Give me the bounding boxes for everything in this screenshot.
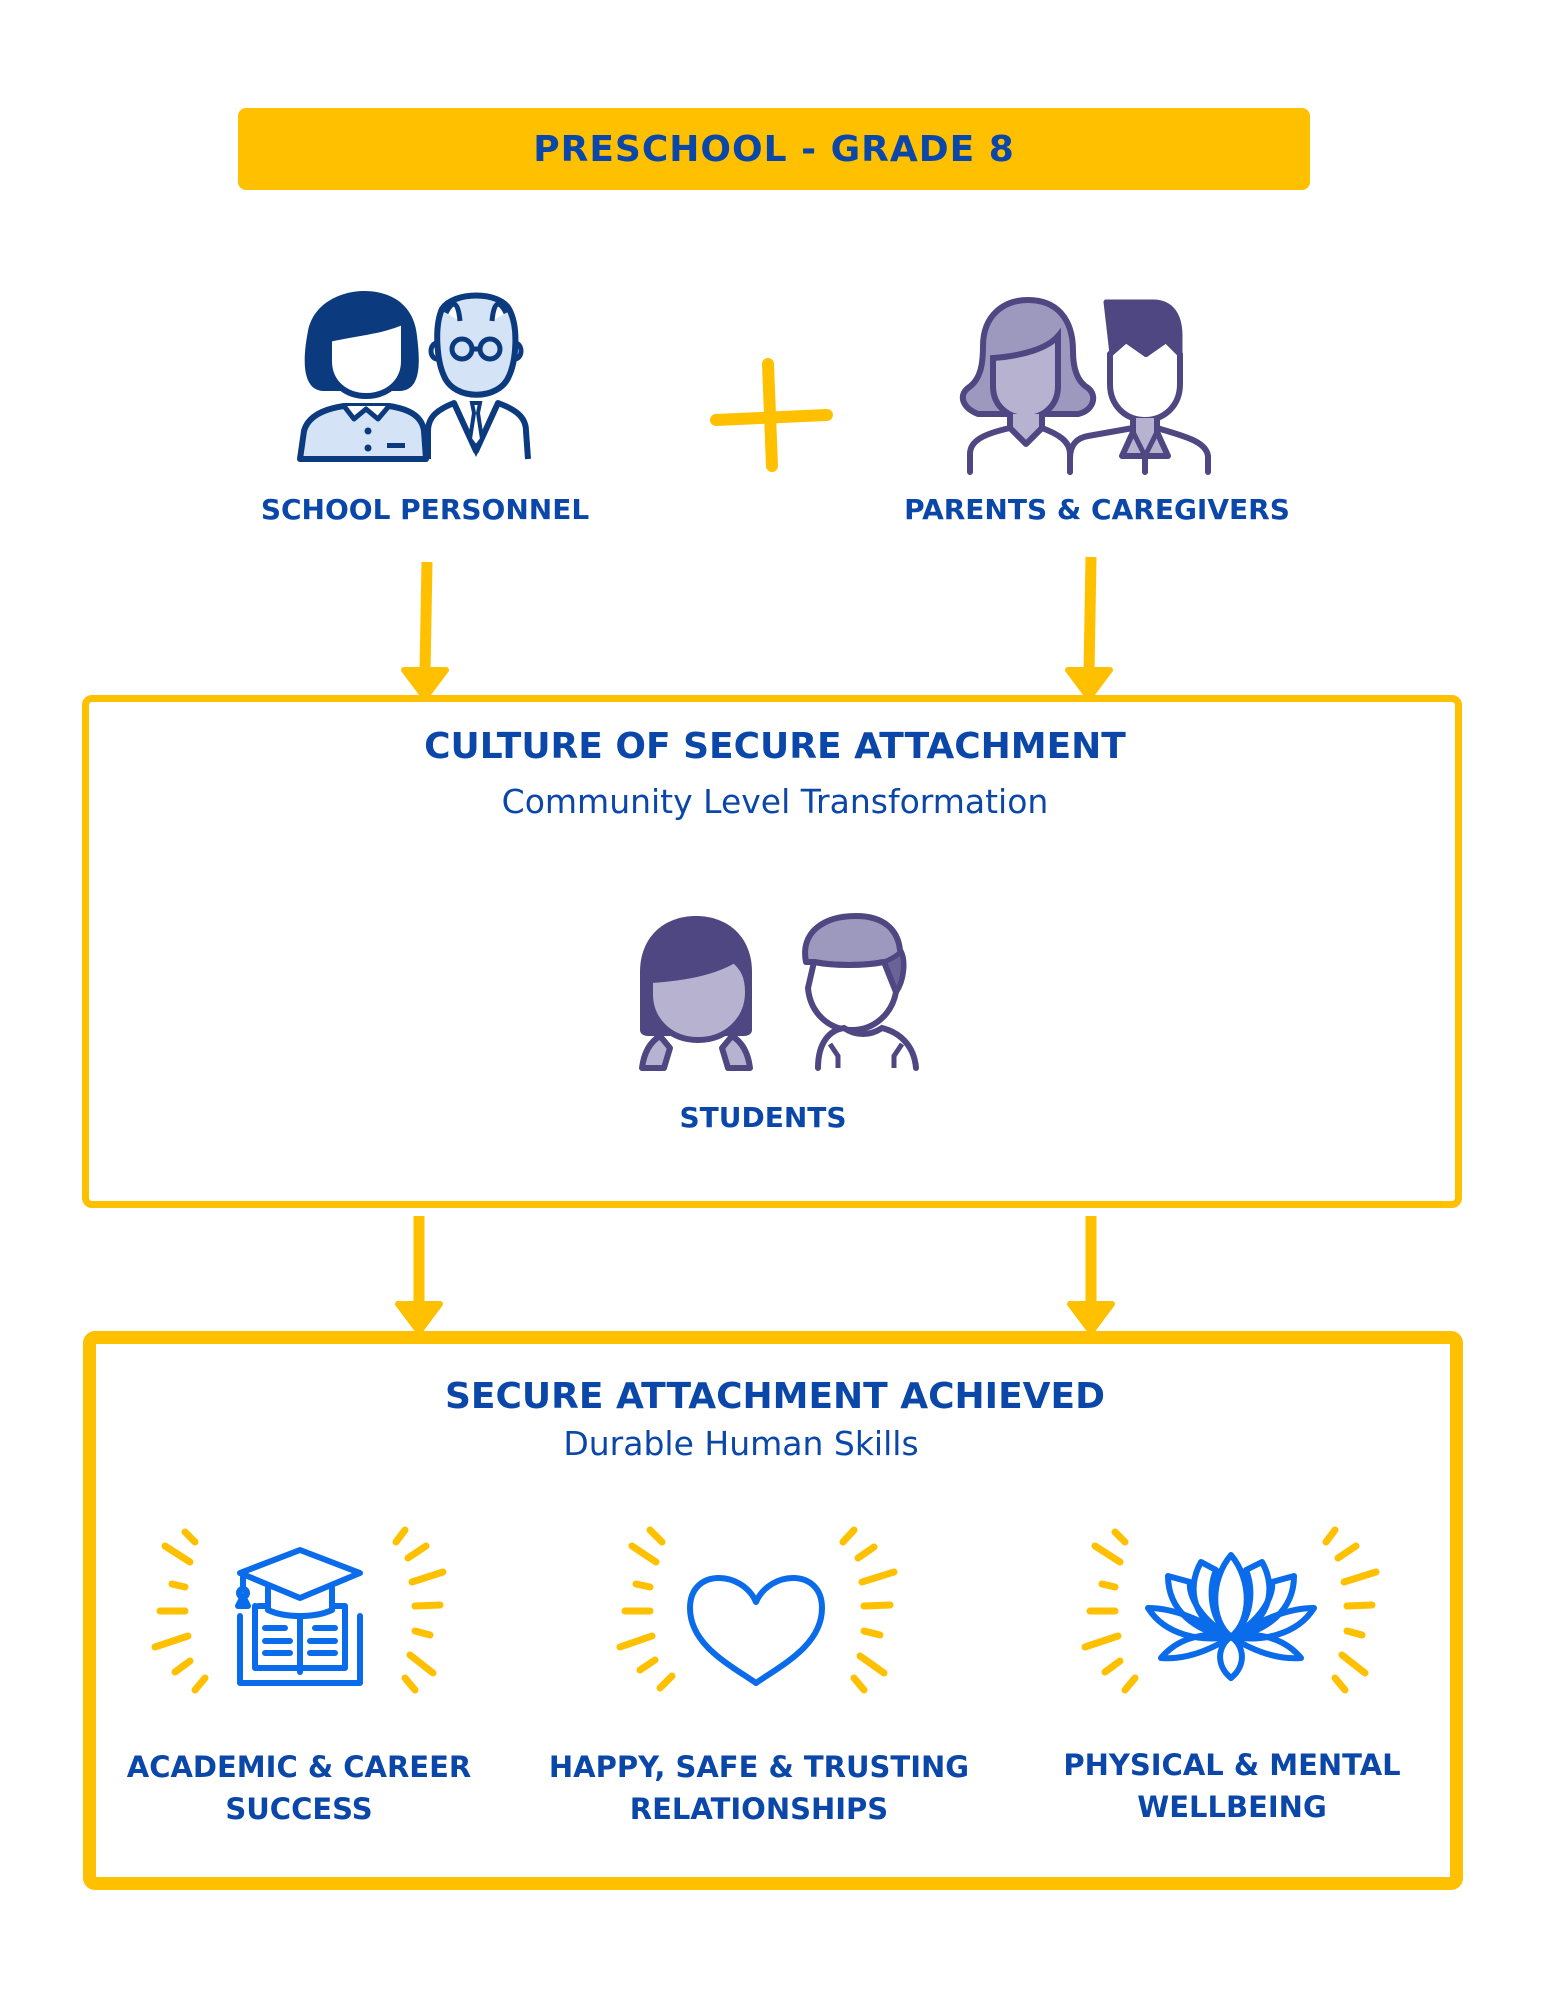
outcome-relationships-line2: RELATIONSHIPS [629,1792,889,1826]
sparkle-rays-icon [616,1526,898,1694]
outcome-wellbeing-line1: PHYSICAL & MENTAL [1063,1748,1401,1782]
outcome-academic-line1: ACADEMIC & CAREER [126,1750,472,1784]
arrow-culture-to-achieved-left [395,1216,443,1335]
sparkle-rays-icon [151,1526,447,1694]
culture-subtitle: Community Level Transformation [501,782,1049,821]
outcome-academic: ACADEMIC & CAREER SUCCESS [127,1746,471,1830]
plus-icon [710,358,833,472]
parents-icon [959,297,1211,475]
outcome-relationships: HAPPY, SAFE & TRUSTING RELATIONSHIPS [549,1746,969,1830]
parents-label: PARENTS & CAREGIVERS [904,493,1290,526]
arrow-culture-to-achieved-right [1067,1216,1115,1335]
culture-title: CULTURE OF SECURE ATTACHMENT [424,726,1126,767]
school-personnel-label: SCHOOL PERSONNEL [260,493,590,526]
achieved-box [83,1331,1463,1890]
achieved-subtitle: Durable Human Skills [563,1424,919,1463]
outcome-wellbeing-line2: WELLBEING [1137,1790,1327,1824]
heart-icon [616,1526,898,1694]
lotus-icon [1081,1526,1380,1694]
outcome-academic-line2: SUCCESS [225,1792,373,1826]
outcome-wellbeing: PHYSICAL & MENTAL WELLBEING [1063,1744,1400,1828]
students-label: STUDENTS [679,1101,847,1134]
outcome-relationships-line1: HAPPY, SAFE & TRUSTING [548,1750,970,1784]
achieved-title: SECURE ATTACHMENT ACHIEVED [444,1376,1106,1417]
sparkle-rays-icon [1081,1526,1380,1694]
arrow-parents-to-culture [1065,556,1113,701]
school-personnel-icon [297,291,531,462]
banner-label: PRESCHOOL - GRADE 8 [533,128,1015,170]
graduation-book-icon [151,1526,447,1694]
grade-banner: PRESCHOOL - GRADE 8 [238,108,1310,190]
students-icon [639,913,919,1071]
arrow-personnel-to-culture [401,561,449,701]
culture-box [82,695,1462,1208]
